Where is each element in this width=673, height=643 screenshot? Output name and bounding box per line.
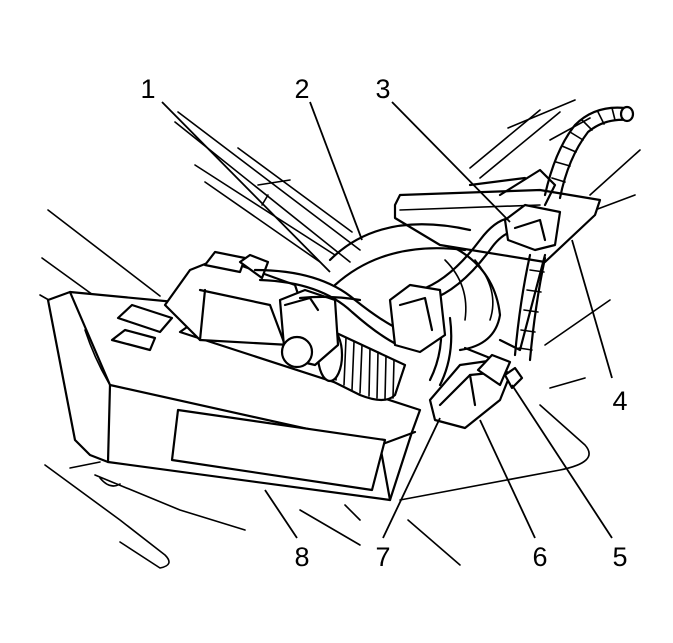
- leader-line-2: [309, 101, 363, 241]
- callout-8: 8: [294, 542, 309, 572]
- leader-line-7: [382, 417, 441, 539]
- callout-2: 2: [294, 74, 309, 104]
- callout-6: 6: [532, 542, 547, 572]
- leader-line-5: [511, 384, 613, 539]
- leader-line-8: [264, 489, 298, 539]
- leader-line-4: [571, 239, 613, 379]
- leader-line-6: [479, 419, 536, 539]
- callout-1: 1: [140, 74, 155, 104]
- center-connector: [388, 283, 447, 354]
- lower-connector: [428, 353, 524, 430]
- leader-lines: [161, 101, 613, 539]
- harness-wires: [253, 216, 520, 387]
- callout-7: 7: [375, 542, 390, 572]
- bulb-socket-body: [163, 250, 302, 347]
- lamp-housing: [46, 290, 422, 502]
- callout-5: 5: [612, 542, 627, 572]
- lamp-ring: [328, 223, 502, 352]
- callout-3: 3: [375, 74, 390, 104]
- leader-line-3: [391, 101, 511, 223]
- leader-line-1: [161, 101, 331, 273]
- harness-wire-lower: [513, 253, 547, 362]
- upper-connector: [503, 203, 562, 252]
- callout-4: 4: [612, 386, 627, 416]
- socket-connector-left: [278, 288, 340, 369]
- callout-labels: 1 2 3 4 5 6 7 8: [140, 74, 627, 572]
- harness-wire-upper: [543, 105, 635, 200]
